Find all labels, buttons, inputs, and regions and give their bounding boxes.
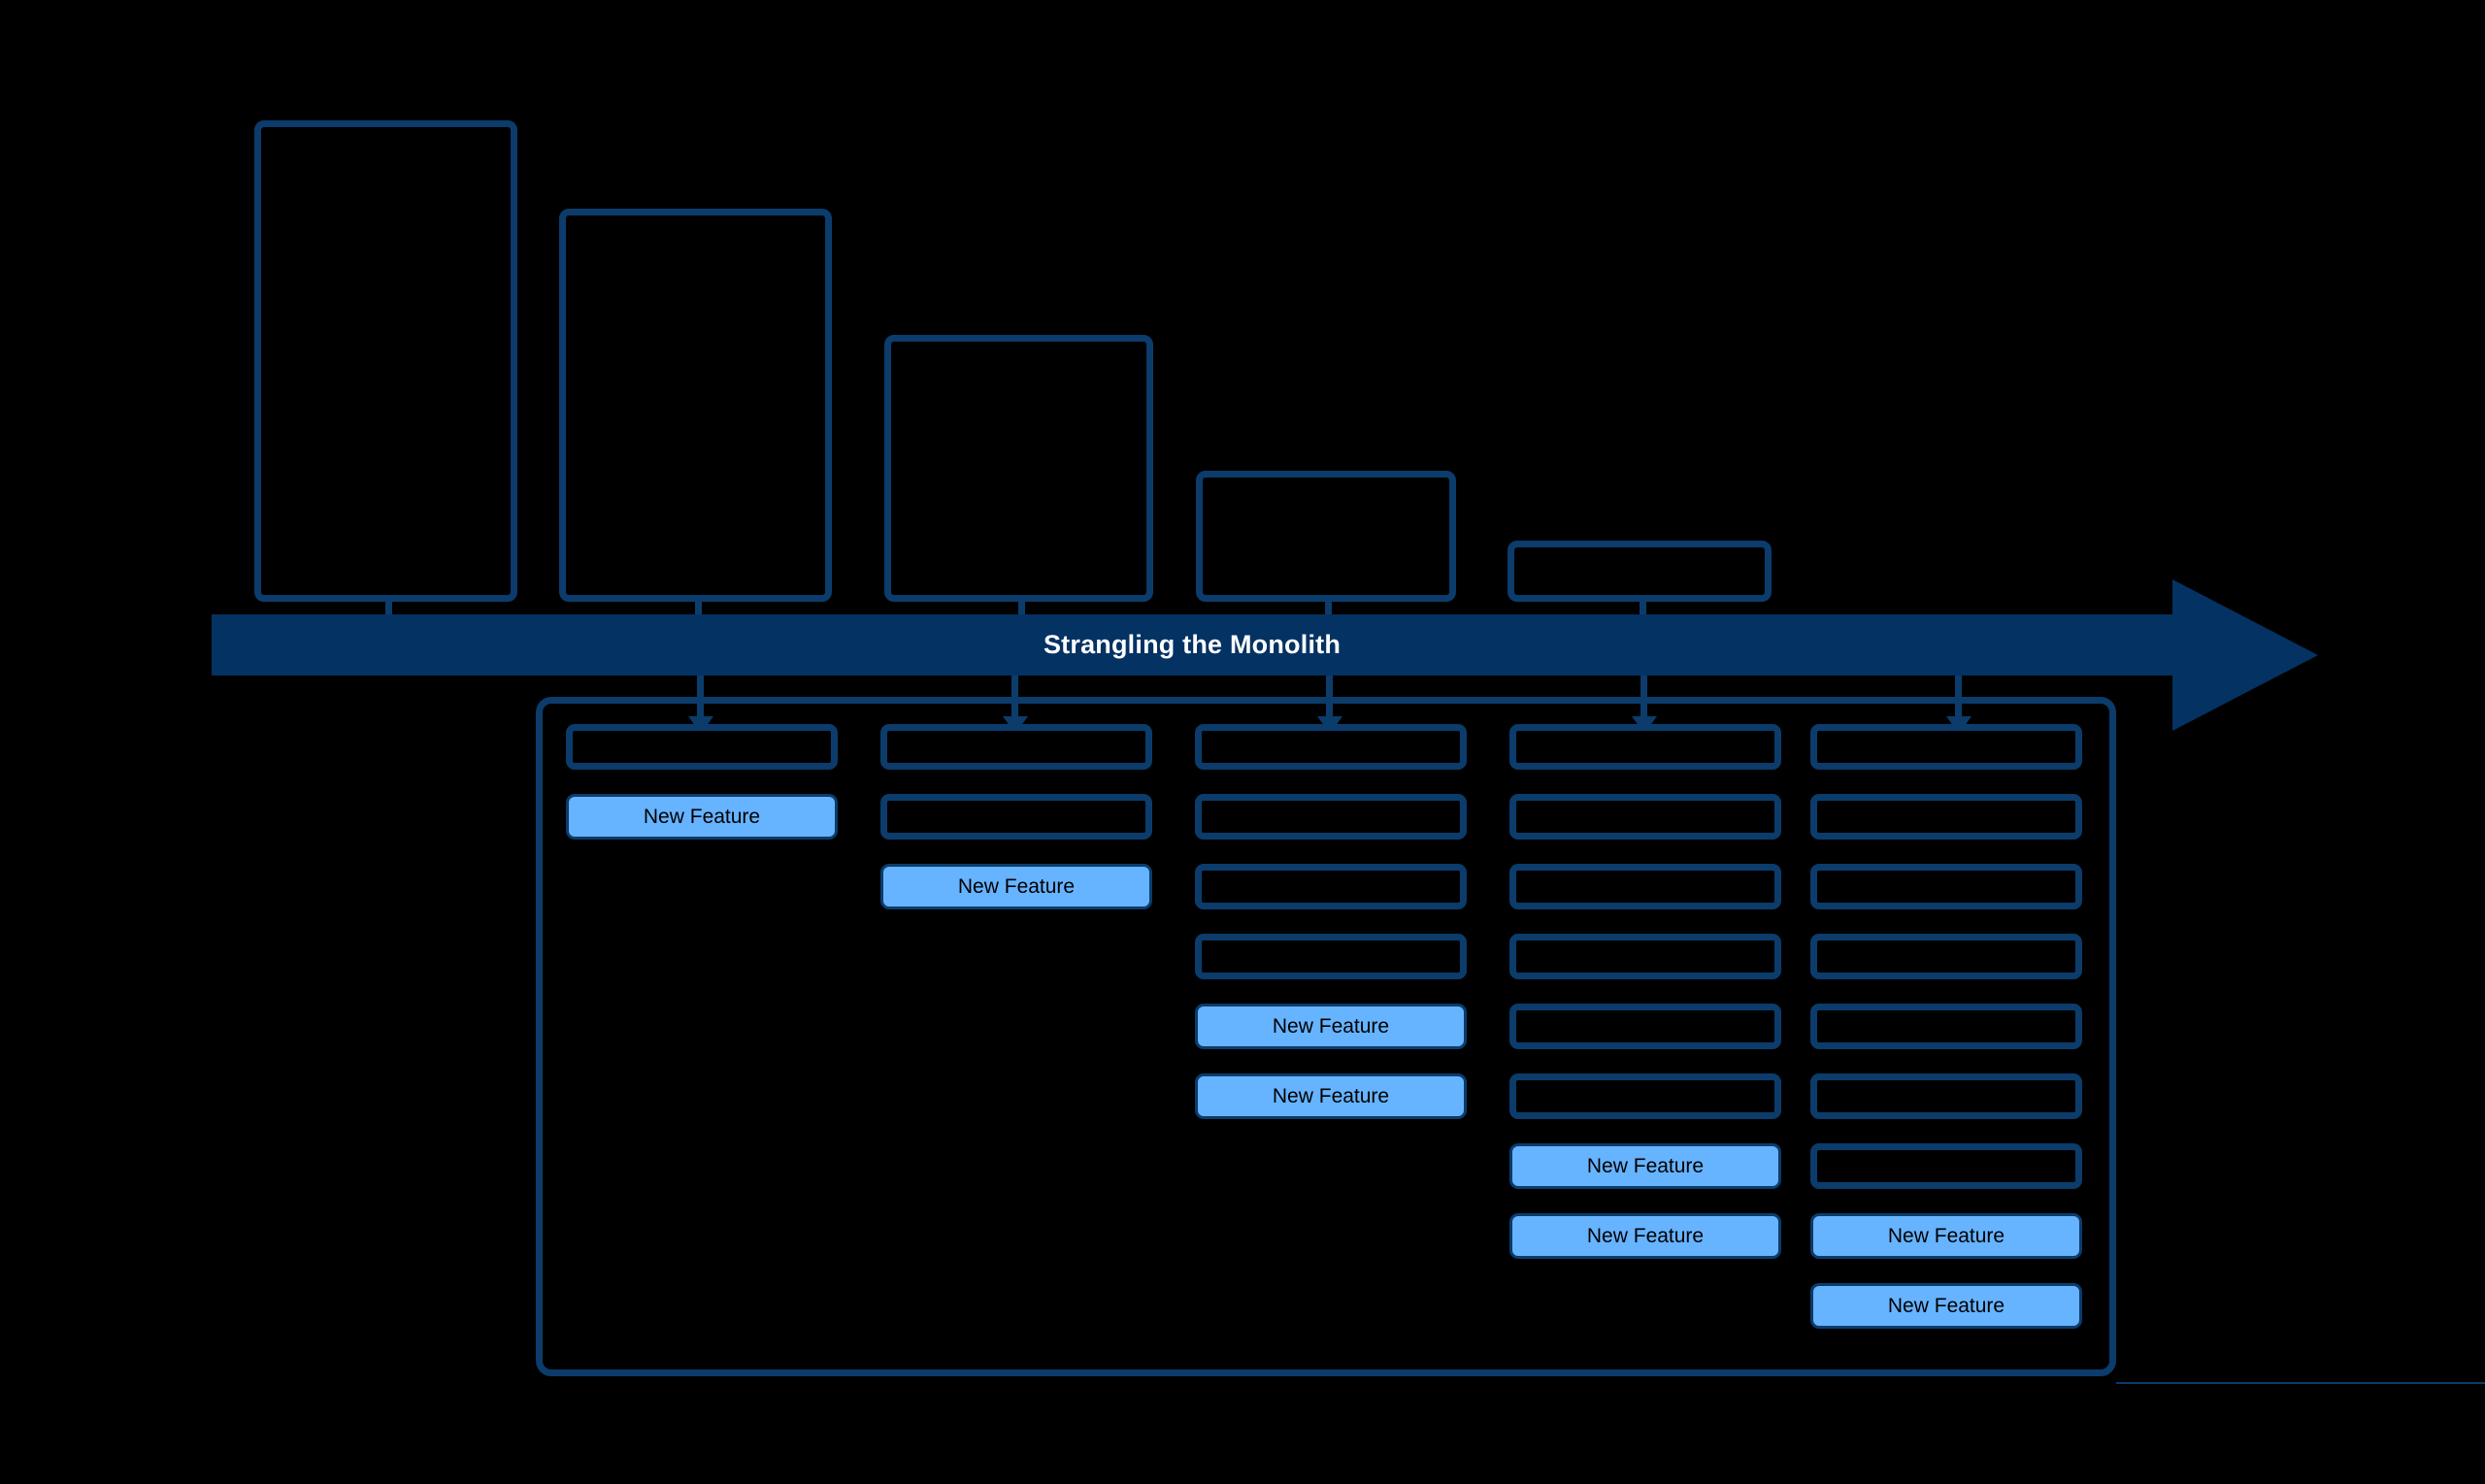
connector-stage-5 — [1640, 602, 1646, 615]
service-module-box — [1509, 724, 1781, 770]
service-column-2: New Feature — [880, 724, 1152, 934]
baseline-rule — [2116, 1382, 2485, 1384]
new-feature-label: New Feature — [643, 806, 761, 828]
new-feature-button[interactable]: New Feature — [1810, 1283, 2082, 1329]
service-module-box — [1810, 1004, 2082, 1049]
new-feature-button[interactable]: New Feature — [1195, 1073, 1467, 1119]
service-module-box — [1810, 1143, 2082, 1189]
monolith-stage-5 — [1508, 541, 1772, 602]
new-feature-button[interactable]: New Feature — [1810, 1213, 2082, 1259]
service-module-box — [1195, 794, 1467, 840]
service-module-box — [1509, 1073, 1781, 1119]
service-module-box — [1509, 794, 1781, 840]
service-module-box — [1810, 864, 2082, 909]
service-module-box — [1195, 864, 1467, 909]
connector-stage-3 — [1018, 602, 1025, 615]
new-feature-label: New Feature — [1887, 1225, 2005, 1247]
new-feature-button[interactable]: New Feature — [1195, 1004, 1467, 1049]
new-feature-label: New Feature — [1272, 1085, 1390, 1107]
service-module-box — [1810, 934, 2082, 979]
band-arrowhead-icon — [2172, 579, 2318, 731]
monolith-stage-2 — [559, 209, 832, 602]
connector-stage-2 — [695, 602, 702, 615]
service-column-1: New Feature — [566, 724, 838, 864]
monolith-stage-1 — [254, 120, 517, 602]
service-module-box — [1195, 724, 1467, 770]
strangler-band: Strangling the Monolith — [212, 614, 2172, 676]
monolith-stage-3 — [884, 335, 1153, 602]
new-feature-button[interactable]: New Feature — [1509, 1143, 1781, 1189]
service-module-box — [1810, 1073, 2082, 1119]
new-feature-button[interactable]: New Feature — [566, 794, 838, 840]
monolith-stage-4 — [1196, 471, 1456, 602]
service-module-box — [1509, 864, 1781, 909]
service-module-box — [880, 724, 1152, 770]
service-module-box — [1810, 794, 2082, 840]
service-module-box — [1509, 934, 1781, 979]
connector-stage-1 — [385, 602, 392, 615]
service-module-box — [566, 724, 838, 770]
service-module-box — [1195, 934, 1467, 979]
new-feature-label: New Feature — [957, 875, 1076, 898]
new-feature-button[interactable]: New Feature — [880, 864, 1152, 909]
microservices-container — [536, 697, 2116, 1376]
new-feature-button[interactable]: New Feature — [1509, 1213, 1781, 1259]
service-module-box — [1509, 1004, 1781, 1049]
connector-stage-4 — [1325, 602, 1332, 615]
service-module-box — [880, 794, 1152, 840]
new-feature-label: New Feature — [1887, 1295, 2005, 1317]
new-feature-label: New Feature — [1586, 1225, 1705, 1247]
new-feature-label: New Feature — [1272, 1015, 1390, 1038]
service-module-box — [1810, 724, 2082, 770]
new-feature-label: New Feature — [1586, 1155, 1705, 1177]
band-title: Strangling the Monolith — [1043, 630, 1342, 659]
